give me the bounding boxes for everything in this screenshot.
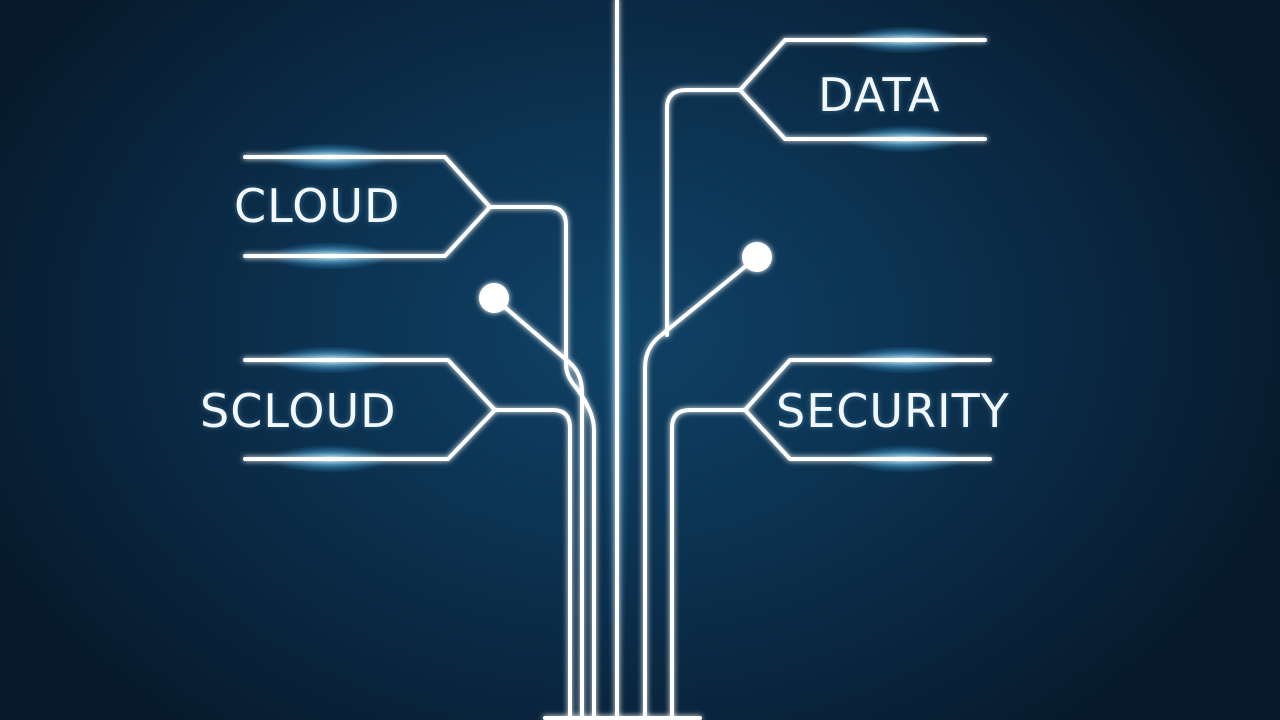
cloud-connector bbox=[488, 205, 596, 720]
data-connector bbox=[665, 88, 742, 337]
security-connector bbox=[670, 408, 747, 720]
right-node-dot bbox=[742, 242, 772, 272]
scloud-connector bbox=[493, 408, 572, 720]
left-node-dot bbox=[479, 283, 509, 313]
label-cloud: CLOUD bbox=[234, 179, 401, 233]
right-node-connector bbox=[643, 255, 759, 720]
label-scloud: SCLOUD bbox=[200, 384, 397, 438]
left-node-connector bbox=[492, 296, 584, 720]
label-security: SECURITY bbox=[776, 384, 1010, 438]
label-data: DATA bbox=[818, 68, 941, 122]
